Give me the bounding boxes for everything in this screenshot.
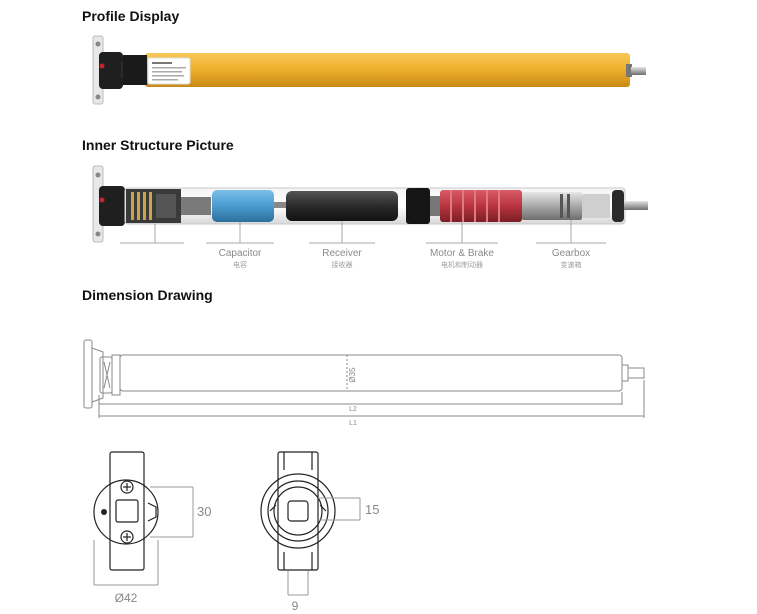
head-height-label: 30 [197,504,211,519]
brake-block [406,188,430,224]
part-label-gearbox: Gearbox [552,248,590,259]
gearbox [522,192,582,220]
screw-hole-icon [95,41,101,47]
dimension-drawing-heading: Dimension Drawing [82,287,213,303]
part-label-motor-brake: Motor & Brake [430,248,494,259]
pivot-dot [101,509,107,515]
l1-label: L1 [349,420,357,427]
indicator-light-icon [99,197,105,203]
receiver [286,191,398,221]
output-shaft [631,67,646,75]
screw-hole-icon [95,231,101,237]
motor-head [99,52,123,89]
tube-diameter-label: Ø35 [348,367,357,383]
dimension-head-view [93,451,159,571]
end-bracket [83,339,93,409]
tail-height-label: 15 [365,502,379,517]
screw-hole-icon [95,172,101,178]
motor-head [99,186,125,226]
tail-width-label: 9 [292,599,299,613]
part-label-motor-brake-zh: 电机和制动器 [441,260,483,269]
part-label-capacitor: Capacitor [219,248,262,259]
part-label-receiver: Receiver [322,248,362,259]
part-label-gearbox-zh: 变速箱 [561,260,582,269]
output-shaft [624,201,648,210]
dimension-side-view [83,339,645,418]
tail-dim-lines [287,497,361,596]
head-diameter-label: Ø42 [115,591,138,605]
capacitor [212,190,274,222]
motor-tube [145,53,630,87]
head-flange [93,479,159,545]
motor [440,190,522,222]
head-bracket [109,451,145,571]
tube-outline [119,354,623,392]
callout-lines [120,220,606,244]
screw-hole-icon [95,94,101,100]
l2-label: L2 [349,406,357,413]
part-label-capacitor-zh: 电容 [233,260,247,269]
tail-outer-ring [260,473,336,549]
profile-display-heading: Profile Display [82,8,180,24]
screw-icon [120,480,134,494]
dimension-tail-view [260,451,336,571]
indicator-light-icon [99,63,105,69]
tail-bracket [277,451,319,571]
part-label-receiver-zh: 接收器 [332,260,353,269]
profile-motor [92,35,646,105]
inner-structure-motor: Capacitor 电容 Receiver 接收器 Motor & Brake … [92,165,648,269]
screw-icon [120,530,134,544]
head-dim-lines [93,486,194,586]
inner-structure-heading: Inner Structure Picture [82,137,234,153]
